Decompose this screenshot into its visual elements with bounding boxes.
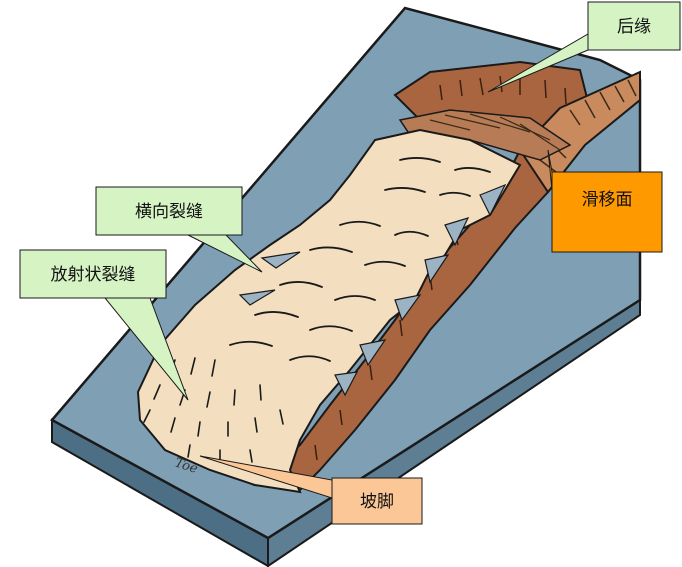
callout-slip-surface: 滑移面 xyxy=(547,149,663,253)
callout-transverse-cracks: 横向裂缝 xyxy=(95,186,263,273)
callout-slip-text: 滑移面 xyxy=(582,190,633,210)
callout-toe-box xyxy=(331,477,423,525)
callout-slip-box xyxy=(551,171,663,253)
callout-radial-text: 放射状裂缝 xyxy=(51,265,136,285)
step-shadows xyxy=(238,183,507,397)
callout-radial-box xyxy=(19,249,167,299)
callout-crown-box xyxy=(587,1,681,51)
slip-surface-stripes xyxy=(539,79,637,173)
callout-crown: 后缘 xyxy=(487,1,681,93)
scarp-texture xyxy=(314,75,567,461)
callout-toe: 坡脚 xyxy=(199,455,423,525)
toe-en-label: Toe xyxy=(173,456,200,478)
sliding-body: Toe xyxy=(136,128,522,494)
callout-radial-cracks: 放射状裂缝 xyxy=(19,249,189,401)
callout-crown-text: 后缘 xyxy=(617,17,651,37)
callout-transverse-box xyxy=(95,186,243,236)
transverse-cracks xyxy=(229,157,491,362)
callout-transverse-text: 横向裂缝 xyxy=(135,202,203,222)
callout-toe-text: 坡脚 xyxy=(360,492,394,512)
